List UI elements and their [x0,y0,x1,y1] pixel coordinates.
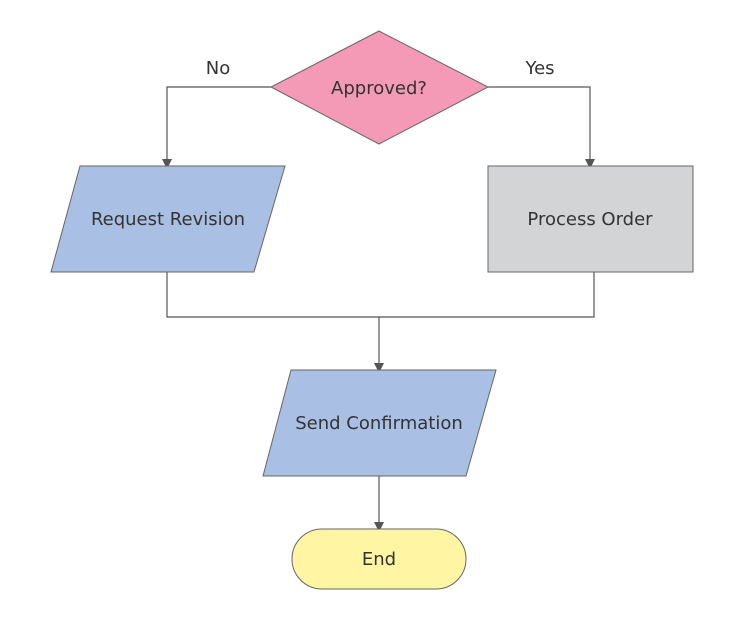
edge-revision-merge [166,271,379,318]
edge-label-yes: Yes [524,58,554,79]
send-confirmation-node [262,369,497,477]
edge-process-merge [379,271,595,318]
request-revision-label: Request Revision [91,209,245,230]
request-revision-node [50,165,286,273]
process-order-label: Process Order [527,209,653,230]
edge-yes [488,86,595,169]
end-node [291,528,467,590]
edge-no [162,86,271,169]
send-confirmation-label: Send Confirmation [295,413,463,434]
decision-label: Approved? [331,78,427,99]
end-label: End [362,549,396,570]
process-order-node [487,165,694,273]
edge-label-no: No [206,58,230,79]
decision-diamond [269,30,490,145]
